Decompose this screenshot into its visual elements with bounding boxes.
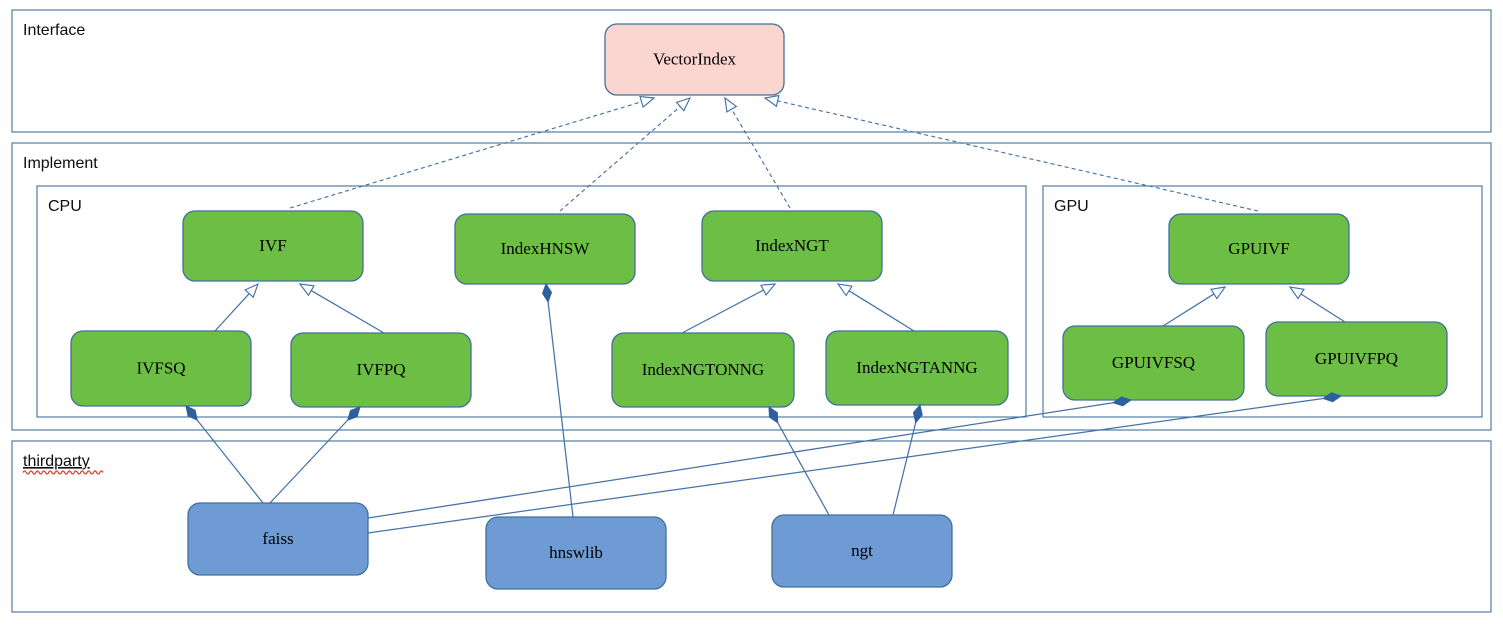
- class-node-box-gpuivfsq[interactable]: [1062, 325, 1245, 401]
- composition-diamond-ivfpq-faiss: [346, 406, 361, 421]
- class-node-vectorindex[interactable]: VectorIndex: [604, 23, 785, 96]
- class-node-ivfsq[interactable]: IVFSQ: [70, 330, 252, 407]
- class-node-indexngt[interactable]: IndexNGT: [701, 210, 883, 282]
- class-node-ivf[interactable]: IVF: [182, 210, 364, 282]
- realization-arrowhead-ivf-vectorindex: [639, 95, 656, 109]
- composition-diamond-ivfsq-faiss: [185, 405, 198, 421]
- class-node-ngt[interactable]: ngt: [771, 514, 953, 588]
- class-node-label-faiss: faiss: [262, 529, 293, 548]
- class-node-label-vectorindex: VectorIndex: [653, 49, 737, 68]
- spellcheck-underline-thirdparty: [22, 470, 104, 475]
- class-node-box-indexngt[interactable]: [701, 210, 883, 282]
- composition-diamond-indexngtonng-ngt: [768, 406, 779, 424]
- class-node-box-vectorindex[interactable]: [604, 23, 785, 96]
- realization-indexngt-vectorindex: [731, 108, 791, 209]
- composition-diamond-indexngtanng-ngt: [912, 403, 923, 424]
- class-node-indexhnsw[interactable]: IndexHNSW: [454, 213, 636, 285]
- realization-ivf-vectorindex: [289, 101, 642, 209]
- generalization-gpuivfsq-gpuivf: [1162, 293, 1215, 327]
- realization-indexhnsw-vectorindex: [559, 106, 681, 212]
- composition-gpuivfsq-faiss: [367, 402, 1114, 519]
- class-node-box-indexhnsw[interactable]: [454, 213, 636, 285]
- class-node-label-indexngt: IndexNGT: [755, 236, 829, 255]
- class-node-box-ivfsq[interactable]: [70, 330, 252, 407]
- class-node-box-ngt[interactable]: [771, 514, 953, 588]
- class-node-gpuivf[interactable]: GPUIVF: [1168, 213, 1350, 285]
- composition-ivfsq-faiss: [196, 419, 264, 504]
- class-node-ivfpq[interactable]: IVFPQ: [290, 332, 472, 408]
- group-label-gpu: GPU: [1054, 198, 1089, 215]
- relationships-layer: [196, 100, 1346, 534]
- class-node-hnswlib[interactable]: hnswlib: [485, 516, 667, 590]
- generalization-arrowhead-indexngtanng-indexngt: [836, 283, 853, 297]
- class-node-label-ivfsq: IVFSQ: [136, 358, 185, 377]
- composition-ivfpq-faiss: [269, 419, 349, 504]
- group-border-thirdparty: [11, 440, 1492, 613]
- class-node-box-ivf[interactable]: [182, 210, 364, 282]
- class-node-label-indexngtanng: IndexNGTANNG: [856, 358, 977, 377]
- generalization-arrowhead-ivfpq-ivf: [298, 283, 315, 297]
- class-node-label-gpuivfpq: GPUIVFPQ: [1315, 349, 1398, 368]
- group-border-interface: [11, 9, 1492, 133]
- group-label-thirdparty: thirdparty: [23, 453, 90, 470]
- composition-indexngtonng-ngt: [777, 422, 830, 516]
- generalization-gpuivfpq-gpuivf: [1300, 293, 1346, 323]
- group-interface: Interface: [11, 9, 1492, 133]
- generalization-ivfsq-ivf: [214, 293, 250, 332]
- class-node-label-indexngtonng: IndexNGTONNG: [642, 360, 764, 379]
- class-node-gpuivfsq[interactable]: GPUIVFSQ: [1062, 325, 1245, 401]
- generalization-indexngtonng-indexngt: [681, 289, 764, 334]
- composition-diamond-gpuivfpq-faiss: [1322, 392, 1343, 403]
- arrowheads-layer: [185, 94, 1343, 424]
- composition-indexngtanng-ngt: [892, 422, 917, 516]
- group-thirdparty: thirdparty: [11, 440, 1492, 613]
- class-node-box-hnswlib[interactable]: [485, 516, 667, 590]
- class-node-gpuivfpq[interactable]: GPUIVFPQ: [1265, 321, 1448, 397]
- group-border-cpu: [36, 185, 1027, 418]
- generalization-arrowhead-gpuivfsq-gpuivf: [1210, 286, 1227, 300]
- class-node-label-ngt: ngt: [851, 541, 873, 560]
- generalization-ivfpq-ivf: [310, 290, 385, 334]
- class-node-indexngtonng[interactable]: IndexNGTONNG: [611, 332, 795, 408]
- class-node-box-gpuivfpq[interactable]: [1265, 321, 1448, 397]
- class-node-box-faiss[interactable]: [187, 502, 369, 576]
- class-node-indexngtanng[interactable]: IndexNGTANNG: [825, 330, 1009, 406]
- generalization-indexngtanng-indexngt: [848, 290, 915, 332]
- realization-arrowhead-gpuivf-vectorindex: [763, 94, 780, 108]
- class-node-faiss[interactable]: faiss: [187, 502, 369, 576]
- group-gpu: GPU: [1042, 185, 1483, 418]
- class-node-label-indexhnsw: IndexHNSW: [501, 239, 591, 258]
- group-cpu: CPU: [36, 185, 1027, 418]
- class-node-box-indexngtanng[interactable]: [825, 330, 1009, 406]
- class-node-label-gpuivfsq: GPUIVFSQ: [1112, 353, 1195, 372]
- generalization-arrowhead-gpuivfpq-gpuivf: [1288, 286, 1305, 300]
- class-node-label-ivf: IVF: [259, 236, 286, 255]
- composition-gpuivfpq-faiss: [367, 397, 1324, 534]
- group-label-interface: Interface: [23, 22, 85, 39]
- realization-arrowhead-indexhnsw-vectorindex: [675, 97, 692, 112]
- composition-diamond-indexhnsw-hnswlib: [542, 282, 553, 303]
- class-node-box-ivfpq[interactable]: [290, 332, 472, 408]
- class-node-box-indexngtonng[interactable]: [611, 332, 795, 408]
- class-node-label-ivfpq: IVFPQ: [356, 360, 405, 379]
- realization-gpuivf-vectorindex: [777, 100, 1259, 212]
- group-label-cpu: CPU: [48, 198, 82, 215]
- class-node-label-gpuivf: GPUIVF: [1228, 239, 1289, 258]
- group-label-implement: Implement: [23, 155, 98, 172]
- group-border-gpu: [1042, 185, 1483, 418]
- generalization-arrowhead-indexngtonng-indexngt: [760, 283, 777, 296]
- composition-diamond-gpuivfsq-faiss: [1112, 396, 1133, 407]
- class-node-label-hnswlib: hnswlib: [549, 543, 603, 562]
- class-node-box-gpuivf[interactable]: [1168, 213, 1350, 285]
- realization-arrowhead-indexngt-vectorindex: [724, 96, 738, 113]
- composition-indexhnsw-hnswlib: [547, 301, 574, 518]
- generalization-arrowhead-ivfsq-ivf: [244, 282, 259, 299]
